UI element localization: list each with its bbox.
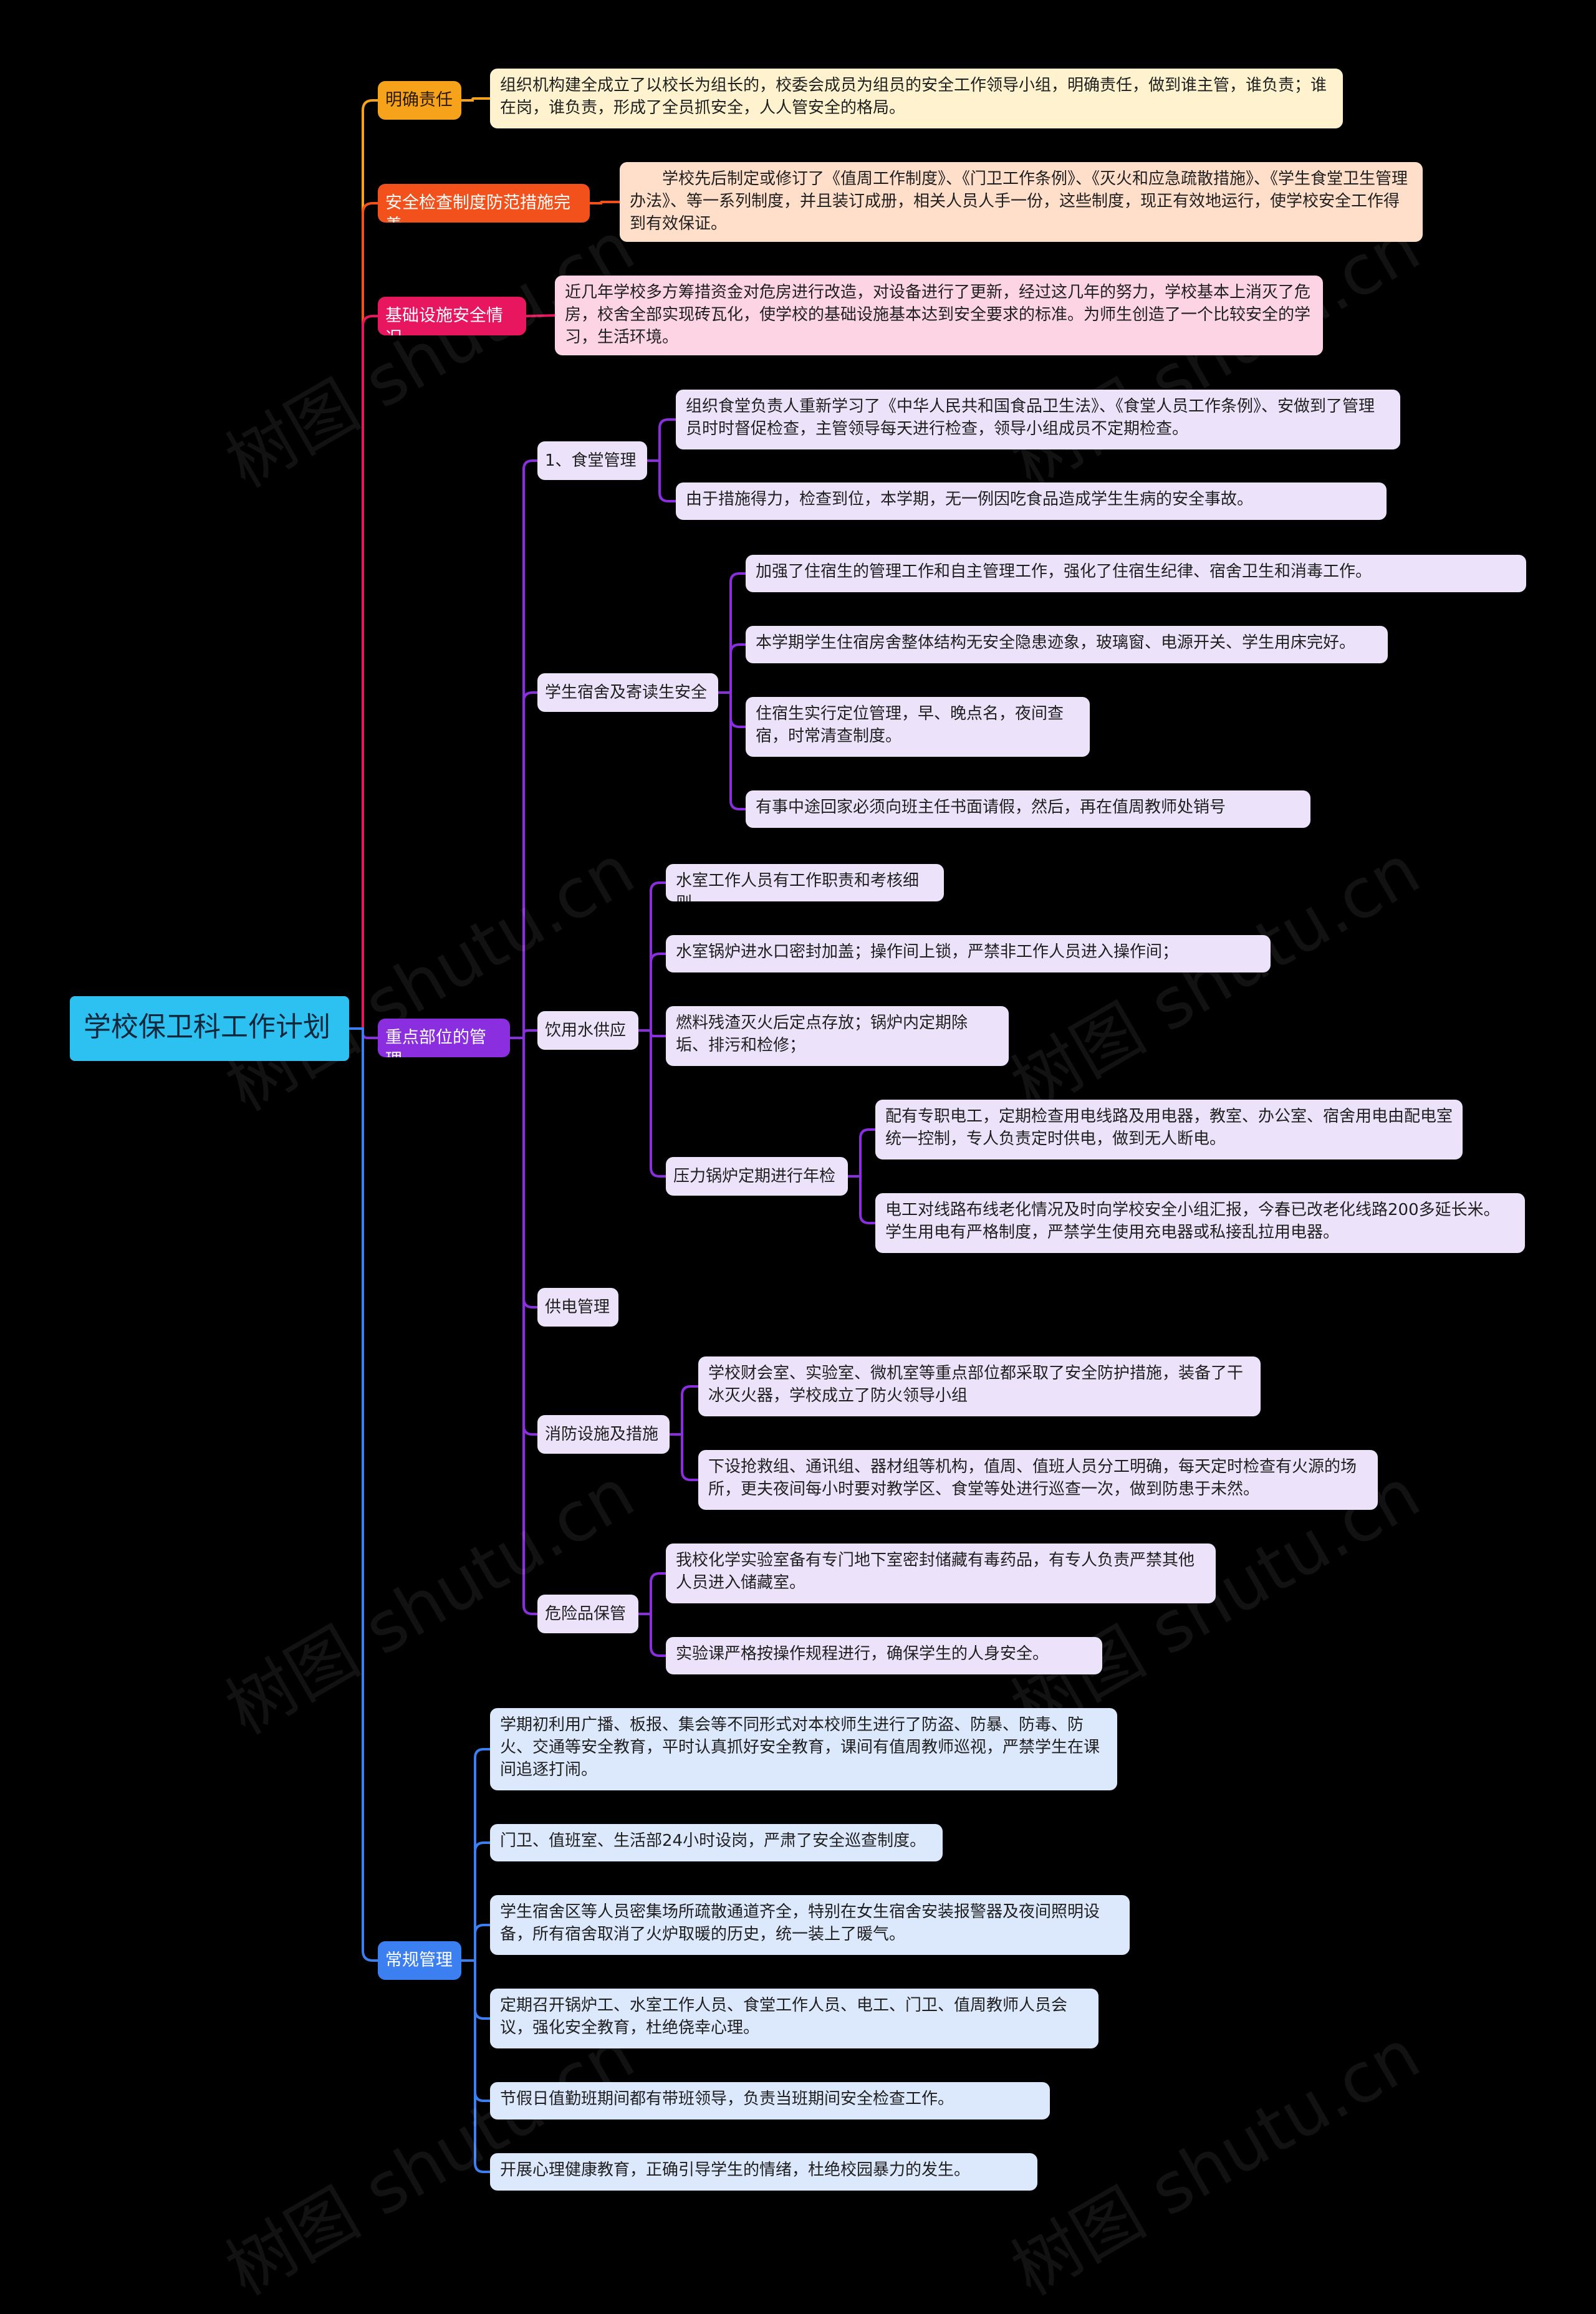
canteen-item[interactable]: 由于措施得力，检查到位，本学期，无一例因吃食品造成学生生病的安全事故。 bbox=[676, 482, 1387, 520]
dormitory-item[interactable]: 加强了住宿生的管理工作和自主管理工作，强化了住宿生纪律、宿舍卫生和消毒工作。 bbox=[746, 555, 1526, 592]
topic-routine-management[interactable]: 常规管理 bbox=[378, 1941, 461, 1980]
connector-32 bbox=[461, 1924, 490, 1962]
pressure-boiler-item[interactable]: 配有专职电工，定期检查用电线路及用电器，教室、办公室、宿舍用电由配电室统一控制，… bbox=[875, 1100, 1463, 1159]
topic-canteen[interactable]: 1、食堂管理 bbox=[537, 441, 647, 480]
connector-4 bbox=[349, 1027, 378, 1962]
connector-28 bbox=[638, 1572, 666, 1615]
topic-inspection-system[interactable]: 安全检查制度防范措施完善 bbox=[378, 184, 590, 223]
routine-management-item[interactable]: 学期初利用广播、板报、集会等不同形式对本校师生进行了防盗、防暴、防毒、防火、交通… bbox=[490, 1708, 1117, 1790]
topic-power-supply[interactable]: 供电管理 bbox=[537, 1288, 618, 1327]
connector-15 bbox=[647, 459, 676, 502]
connector-0 bbox=[349, 99, 378, 1030]
topic-clear-responsibility-detail[interactable]: 组织机构建全成立了以校长为组长的，校委会成员为组员的安全工作领导小组，明确责任，… bbox=[490, 69, 1343, 128]
connector-6 bbox=[590, 201, 620, 204]
topic-inspection-system-detail[interactable]: 学校先后制定或修订了《值周工作制度》、《门卫工作条例》、《灭火和应急疏散措施》、… bbox=[620, 162, 1423, 242]
connector-31 bbox=[461, 1841, 490, 1962]
drinking-water-item[interactable]: 水室工作人员有工作职责和考核细则 bbox=[666, 864, 944, 901]
dormitory-item[interactable]: 本学期学生住宿房舍整体结构无安全隐患迹象，玻璃窗、电源开关、学生用床完好。 bbox=[746, 626, 1388, 663]
hazardous-materials-item[interactable]: 实验课严格按操作规程进行，确保学生的人身安全。 bbox=[666, 1637, 1102, 1674]
connector-13 bbox=[510, 1037, 537, 1615]
connector-8 bbox=[510, 459, 537, 1039]
connector-7 bbox=[526, 314, 555, 317]
topic-infrastructure-safety[interactable]: 基础设施安全情况 bbox=[378, 297, 526, 335]
topic-clear-responsibility[interactable]: 明确责任 bbox=[378, 81, 461, 120]
routine-management-item[interactable]: 门卫、值班室、生活部24小时设岗，严肃了安全巡查制度。 bbox=[490, 1824, 943, 1861]
connector-21 bbox=[638, 953, 666, 1032]
connector-24 bbox=[848, 1128, 875, 1178]
connector-17 bbox=[718, 643, 746, 694]
topic-key-areas[interactable]: 重点部位的管理 bbox=[378, 1019, 510, 1057]
connector-35 bbox=[461, 1959, 490, 2173]
topic-fire-protection[interactable]: 消防设施及措施 bbox=[537, 1415, 670, 1454]
connector-29 bbox=[638, 1613, 666, 1657]
hazardous-materials-item[interactable]: 我校化学实验室备有专门地下室密封储藏有毒药品，有专人负责严禁其他人员进入储藏室。 bbox=[666, 1543, 1216, 1603]
pressure-boiler-item[interactable]: 电工对线路布线老化情况及时向学校安全小组汇报，今春已改老化线路200多延长米。学… bbox=[875, 1193, 1525, 1253]
connector-1 bbox=[349, 202, 378, 1030]
routine-management-item[interactable]: 节假日值勤班期间都有带班领导，负责当班期间安全检查工作。 bbox=[490, 2082, 1050, 2120]
dormitory-item[interactable]: 有事中途回家必须向班主任书面请假，然后，再在值周教师处销号 bbox=[746, 790, 1310, 828]
fire-protection-item[interactable]: 学校财会室、实验室、微机室等重点部位都采取了安全防护措施，装备了干冰灭火器，学校… bbox=[698, 1356, 1261, 1416]
connector-20 bbox=[638, 881, 666, 1032]
drinking-water-item[interactable]: 水室锅炉进水口密封加盖；操作间上锁，严禁非工作人员进入操作间； bbox=[666, 935, 1271, 972]
canteen-item[interactable]: 组织食堂负责人重新学习了《中华人民共和国食品卫生法》、《食堂人员工作条例》、安做… bbox=[676, 390, 1400, 449]
dormitory-item[interactable]: 住宿生实行定位管理，早、晚点名，夜间查宿，时常清查制度。 bbox=[746, 697, 1090, 757]
connector-14 bbox=[647, 418, 676, 462]
connector-26 bbox=[670, 1385, 698, 1436]
routine-management-item[interactable]: 开展心理健康教育，正确引导学生的情绪，杜绝校园暴力的发生。 bbox=[490, 2153, 1037, 2191]
connector-25 bbox=[848, 1175, 875, 1224]
fire-protection-item[interactable]: 下设抢救组、通讯组、器材组等机构，值周、值班人员分工明确，每天定时检查有火源的场… bbox=[698, 1450, 1378, 1510]
routine-management-item[interactable]: 定期召开锅炉工、水室工作人员、食堂工作人员、电工、门卫、值周教师人员会议，强化安… bbox=[490, 1989, 1098, 2048]
connector-19 bbox=[718, 691, 746, 810]
connector-lines bbox=[349, 97, 875, 2173]
drinking-water-item[interactable]: 燃料残渣灭火后定点存放；锅炉内定期除垢、排污和检修； bbox=[666, 1006, 1009, 1066]
topic-pressure-boiler[interactable]: 压力锅炉定期进行年检 bbox=[666, 1157, 848, 1196]
topic-drinking-water[interactable]: 饮用水供应 bbox=[537, 1011, 638, 1050]
root-topic[interactable]: 学校保卫科工作计划 bbox=[70, 996, 349, 1061]
connector-16 bbox=[718, 572, 746, 694]
connector-2 bbox=[349, 315, 378, 1030]
connector-5 bbox=[461, 97, 490, 102]
connector-30 bbox=[461, 1748, 490, 1962]
topic-hazardous-materials[interactable]: 危险品保管 bbox=[537, 1595, 638, 1633]
topic-infrastructure-safety-detail[interactable]: 近几年学校多方筹措资金对危房进行改造，对设备进行了更新，经过这几年的努力，学校基… bbox=[555, 276, 1323, 355]
topic-dormitory[interactable]: 学生宿舍及寄读生安全 bbox=[537, 673, 718, 712]
connector-23 bbox=[638, 1029, 666, 1178]
connector-10 bbox=[510, 1029, 537, 1039]
routine-management-item[interactable]: 学生宿舍区等人员密集场所疏散通道齐全，特别在女生宿舍安装报警器及夜间照明设备，所… bbox=[490, 1895, 1130, 1955]
connector-9 bbox=[510, 691, 537, 1039]
connector-27 bbox=[670, 1433, 698, 1481]
